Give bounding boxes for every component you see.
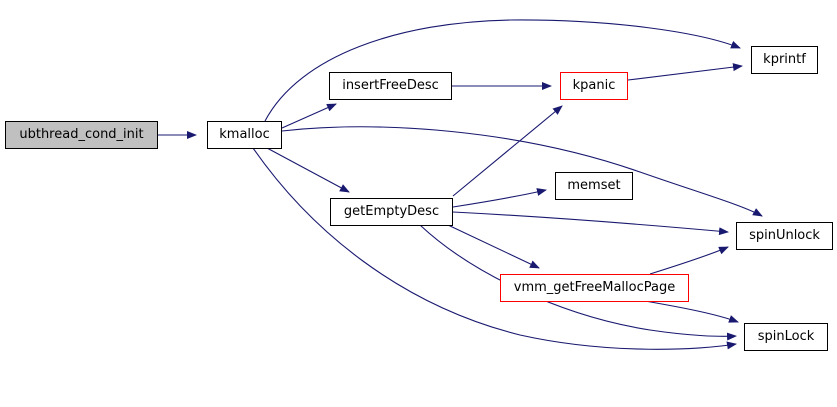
edge-kpanic-kprintf xyxy=(627,63,743,81)
edge-getEmptyDesc-spinUnlock xyxy=(452,211,729,236)
edge-getEmptyDesc-kpanic xyxy=(452,105,563,197)
node-kprintf[interactable]: kprintf xyxy=(751,46,818,74)
edge-getEmptyDesc-vmm_getFreeMallocPage xyxy=(447,224,540,269)
edge-kmalloc-kprintf xyxy=(264,19,741,122)
edge-vmm_getFreeMallocPage-spinUnlock xyxy=(649,246,729,275)
node-spinunlock[interactable]: spinUnlock xyxy=(736,222,833,250)
edge-getEmptyDesc-spinLock xyxy=(419,224,737,341)
node-memset[interactable]: memset xyxy=(555,172,633,200)
edge-kmalloc-spinLock xyxy=(252,147,737,350)
node-getemptydesc[interactable]: getEmptyDesc xyxy=(330,198,453,226)
node-kpanic[interactable]: kpanic xyxy=(560,72,628,100)
edge-kmalloc-insertFreeDesc xyxy=(281,103,337,129)
node-spinlock[interactable]: spinLock xyxy=(744,323,828,351)
node-insertfreedesc[interactable]: insertFreeDesc xyxy=(329,72,452,100)
edge-vmm_getFreeMallocPage-spinLock xyxy=(644,300,739,323)
edge-kmalloc-spinUnlock xyxy=(281,126,763,217)
node-ubthread-cond-init[interactable]: ubthread_cond_init xyxy=(5,121,158,149)
edge-getEmptyDesc-memset xyxy=(452,188,547,208)
node-vmm-getfreemallocpage[interactable]: vmm_getFreeMallocPage xyxy=(500,274,689,302)
edge-kmalloc-getEmptyDesc xyxy=(266,147,350,193)
node-kmalloc[interactable]: kmalloc xyxy=(207,121,282,149)
